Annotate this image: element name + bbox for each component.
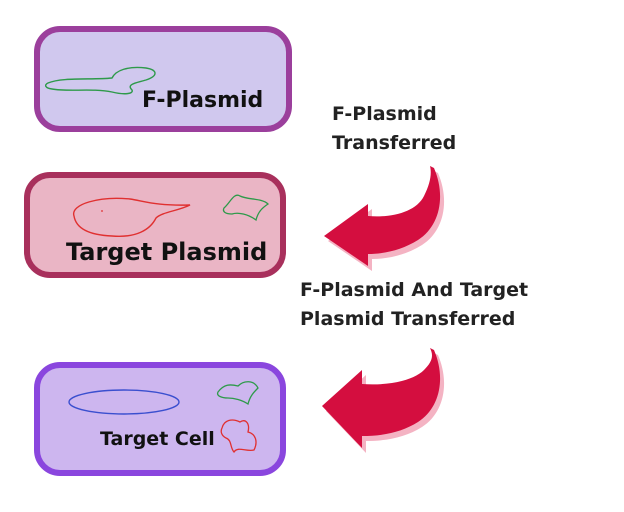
target-cell-label: Target Cell	[100, 428, 215, 450]
target-cell	[34, 362, 286, 476]
step-1-label-line-1: F-Plasmid	[332, 103, 437, 125]
target-plasmid-cell-label: Target Plasmid	[66, 238, 268, 266]
step-2-label-line-1: F-Plasmid And Target	[300, 279, 529, 301]
step-2-label: F-Plasmid And Target Plasmid Transferred	[300, 276, 528, 334]
intermediate-f-plasmid-icon	[222, 194, 270, 222]
intermediate-target-plasmid-dot	[101, 210, 103, 212]
step-2-label-line-2: Plasmid Transferred	[300, 308, 516, 330]
target-plasmid-cell	[24, 172, 286, 278]
donor-cell-label: F-Plasmid	[142, 88, 264, 113]
transfer-arrow-2-icon	[322, 348, 445, 453]
recipient-f-plasmid-icon	[216, 381, 259, 406]
recipient-target-plasmid-icon	[220, 419, 257, 454]
recipient-chromosome-icon	[68, 389, 180, 415]
transfer-arrow-1-icon	[324, 166, 445, 271]
intermediate-target-plasmid-icon	[73, 197, 191, 237]
donor-f-plasmid-icon	[44, 66, 156, 95]
step-1-label-line-2: Transferred	[332, 132, 457, 154]
step-1-label: F-Plasmid Transferred	[332, 100, 456, 158]
